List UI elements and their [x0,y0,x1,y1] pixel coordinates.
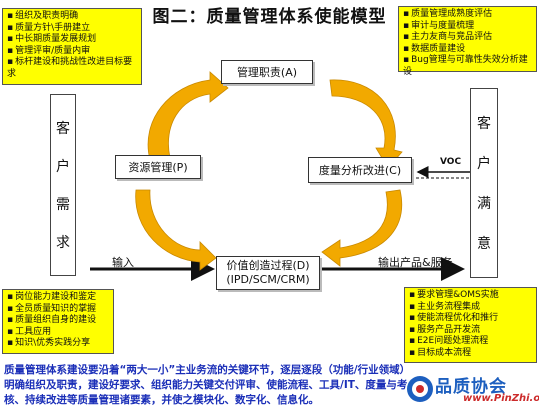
box-item: 主力友商与竞品评估 [403,32,532,44]
box-item: 全员质量知识的掌握 [7,304,109,316]
arrow-mgmt-to-measure [329,79,403,169]
box-item: 组织及职责明确 [7,11,137,23]
box-item: 质量组织自身的建设 [7,315,109,327]
process-box: 要求管理&OMS实施 主业务流程集成 使能流程优化和推行 服务产品开发流 E2E… [404,287,537,363]
value-node-line1: 价值创造过程(D) [226,259,310,272]
box-item: 目标成本流程 [409,348,532,360]
page-title: 图二：质量管理体系使能模型 [152,7,387,27]
box-item: 使能流程优化和推行 [409,313,532,325]
box-item: 中长期质量发展规划 [7,34,137,46]
output-label: 输出产品&服务 [378,256,453,269]
box-item: 知识\优秀实践分享 [7,338,109,350]
vertical-char: 客 [477,116,491,132]
vertical-char: 客 [56,121,70,137]
logo-name: 品质协会 [435,377,507,397]
box-item: E2E问题处理流程 [409,336,532,348]
caption-text: 质量管理体系建设要沿着“两大一小”主业务流的关键环节，逐层逐段（功能/行业领域）… [4,364,411,406]
arrow-measure-to-value [321,189,402,267]
box-item: 标杆建设和挑战性改进目标要求 [7,57,137,80]
box-item: 主业务流程集成 [409,302,532,314]
box-item: 要求管理&OMS实施 [409,290,532,302]
logo-url: www.PinZhi.org [463,393,539,404]
vertical-char: 求 [56,235,70,251]
measure-improve-node: 度量分析改进(C) [308,157,412,183]
box-item: 服务产品开发流 [409,325,532,337]
box-item: 工具应用 [7,327,109,339]
voc-label: VOC [440,157,462,167]
box-item: 质量方针\手册建立 [7,23,137,35]
box-item: Bug管理与可靠性失效分析建设 [403,55,532,78]
vertical-char: 满 [477,196,491,212]
box-item: 管理评审/质量内审 [7,46,137,58]
assessment-box: 质量管理成熟度评估 审计与度量梳理 主力友商与竞品评估 数据质量建设 Bug管理… [398,6,537,77]
box-item: 审计与度量梳理 [403,21,532,33]
value-node-line2: (IPD/SCM/CRM) [226,273,310,286]
box-item: 数据质量建设 [403,44,532,56]
mgmt-responsibility-node: 管理职责(A) [221,60,313,84]
vertical-char: 户 [477,156,491,172]
resource-mgmt-node: 资源管理(P) [115,155,201,179]
arrow-resource-to-value [135,189,217,271]
value-creation-node: 价值创造过程(D) (IPD/SCM/CRM) [216,256,320,290]
org-responsibility-box: 组织及职责明确 质量方针\手册建立 中长期质量发展规划 管理评审/质量内审 标杆… [2,8,142,85]
vertical-char: 需 [56,197,70,213]
arrow-resource-to-mgmt [147,71,229,161]
pinzhi-logo: 品质协会 www.PinZhi.org [405,368,539,412]
vertical-char: 户 [56,159,70,175]
input-label: 输入 [112,256,134,269]
logo-icon [407,376,433,402]
customer-satisfaction-box: 客 户 满 意 [470,88,498,278]
box-item: 质量管理成熟度评估 [403,9,532,21]
customer-demand-box: 客 户 需 求 [50,94,76,276]
capability-box: 岗位能力建设和鉴定 全员质量知识的掌握 质量组织自身的建设 工具应用 知识\优秀… [2,289,114,354]
box-item: 岗位能力建设和鉴定 [7,292,109,304]
vertical-char: 意 [477,236,491,252]
